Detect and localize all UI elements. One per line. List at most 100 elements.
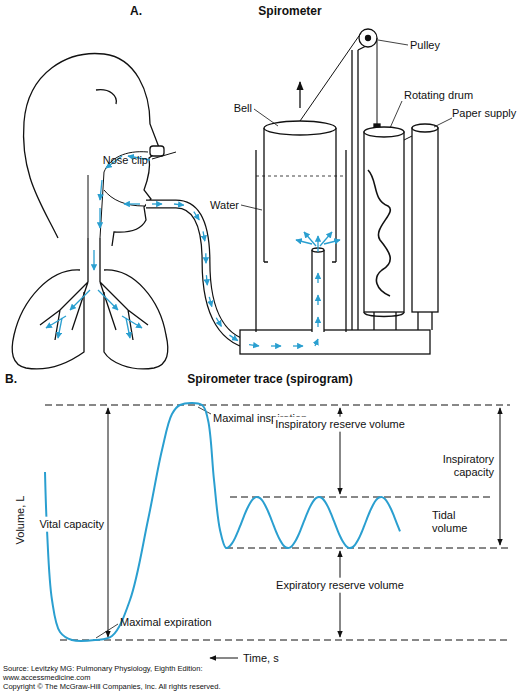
measure-arrows [500, 408, 501, 545]
head-outline [96, 90, 116, 104]
spirometer-apparatus [359, 29, 377, 47]
airflow-arrows [293, 345, 303, 346]
airway [88, 152, 148, 238]
airflow-arrows [174, 204, 184, 205]
airflow-arrows [249, 345, 259, 346]
spirometer-apparatus [299, 82, 300, 108]
airflow-arrows [46, 156, 340, 346]
airflow-arrows [99, 208, 100, 228]
spirogram-guides [45, 405, 510, 640]
spirometer-apparatus [366, 36, 371, 41]
lungs [100, 282, 148, 340]
head-outline [24, 54, 160, 246]
measure-arrows [210, 658, 238, 659]
volume-label: Expiratory reserve volume [274, 578, 406, 593]
part-name: Rotating drum [404, 89, 473, 102]
airflow-arrows [209, 297, 212, 307]
leader-lines [254, 109, 278, 126]
head-outline [24, 54, 160, 246]
airflow-arrows [324, 240, 340, 244]
part-name: Paper supply [452, 107, 516, 120]
lungs [12, 238, 168, 369]
nose-clip [150, 146, 164, 156]
airflow-arrows [58, 318, 62, 338]
spirometer-apparatus [404, 136, 412, 140]
spirometer-apparatus [377, 38, 378, 126]
spirogram-guides [60, 640, 510, 641]
axis-label: Time, s [243, 652, 279, 665]
airway [100, 152, 148, 238]
airflow-arrows [317, 273, 318, 283]
curve-annotation: Maximal expiration [120, 616, 212, 629]
airflow-arrows [271, 345, 281, 346]
airway [104, 190, 144, 206]
leader-lines [434, 118, 452, 127]
spirogram-guides [226, 548, 510, 549]
lungs [104, 270, 168, 369]
spirometer-apparatus [312, 250, 324, 332]
airflow-arrows [205, 253, 206, 263]
panel-letter: A. [130, 5, 142, 19]
volume-label: Tidal volume [432, 509, 476, 534]
measure-arrows [340, 551, 341, 637]
copyright-note: Copyright © The McGraw-Hill Companies, I… [3, 683, 221, 691]
spirometer-apparatus [300, 33, 361, 121]
spirometer-apparatus [256, 150, 346, 332]
panel-letter: B. [5, 373, 17, 387]
spirogram-guides [230, 497, 490, 498]
airflow-arrows [93, 250, 94, 270]
airflow-arrows [229, 335, 237, 341]
spirometer-apparatus [240, 330, 430, 354]
spirometer-apparatus [412, 124, 438, 132]
spirometer-apparatus [264, 128, 336, 262]
nose-clip [152, 152, 176, 159]
airflow-arrows [317, 295, 318, 305]
axis-label: Volume, L [14, 496, 27, 545]
panel-title: Spirometer trace (spirogram) [187, 373, 352, 387]
leader-lines [96, 624, 118, 638]
leader-lines [390, 101, 402, 128]
source-note: Source: Levitzky MG: Pulmonary Physiolog… [3, 665, 263, 682]
airflow-arrows [70, 290, 90, 310]
spirometer-apparatus [364, 132, 404, 312]
measure-arrows [108, 408, 109, 637]
airflow-arrows [317, 236, 318, 252]
spirogram-guides [45, 405, 510, 406]
part-name: Water [210, 199, 239, 212]
volume-label: Vital capacity [37, 517, 106, 532]
airflow-arrows [126, 318, 130, 338]
lungs [88, 238, 100, 282]
nose-clip [150, 146, 176, 159]
volume-label: Inspiratory reserve volume [273, 417, 407, 432]
panel-title: Spirometer [258, 5, 321, 19]
airflow-arrows [296, 240, 312, 244]
lungs [40, 282, 88, 340]
spirometer-apparatus [264, 121, 336, 135]
airflow-arrows [98, 290, 118, 310]
spirometer-apparatus [264, 261, 336, 262]
airflow-arrows [46, 316, 66, 328]
airway [88, 175, 89, 238]
part-name: Nose clip [103, 154, 148, 167]
spirometer-apparatus [364, 312, 404, 317]
part-name: Pulley [410, 39, 440, 52]
airflow-arrows [194, 212, 199, 220]
spirometer-apparatus [312, 248, 324, 332]
spirometer-apparatus [374, 312, 432, 330]
airflow-arrows [216, 318, 221, 327]
airflow-arrows [203, 231, 205, 241]
airflow-arrows [122, 316, 142, 328]
spirometer-apparatus [352, 50, 358, 330]
hose [146, 204, 318, 346]
hose [146, 204, 318, 346]
airflow-arrows [317, 317, 318, 327]
capacity-label: Inspiratory capacity [430, 453, 494, 478]
airflow-arrows [206, 275, 208, 285]
spirometer-apparatus [256, 176, 346, 177]
airflow-arrows [100, 180, 102, 200]
leader-lines [378, 40, 408, 45]
spirometer-apparatus [368, 170, 390, 296]
spirometer-apparatus [240, 29, 438, 354]
